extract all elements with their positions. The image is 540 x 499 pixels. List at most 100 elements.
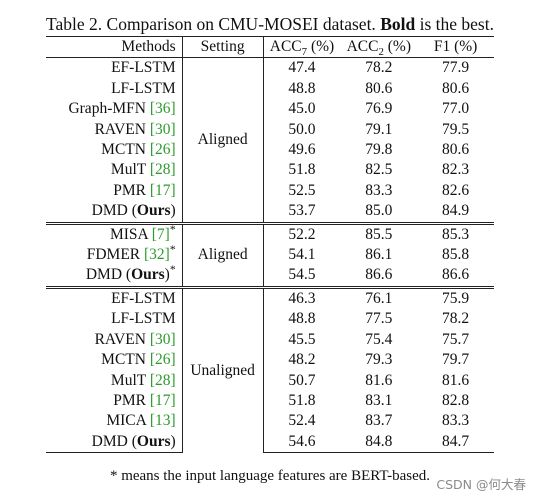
f1-value: 82.8 [442, 391, 470, 409]
acc2-value: 79.1 [365, 120, 393, 138]
method-name: LF-LSTM [111, 79, 176, 97]
ours-label: Ours [136, 432, 171, 450]
f1-value: 82.6 [442, 181, 470, 199]
caption-suffix: is the best. [415, 14, 494, 34]
caption-bold-word: Bold [380, 14, 416, 34]
acc2-value: 75.4 [365, 330, 393, 348]
f1-value: 79.7 [442, 351, 470, 369]
f1-value: 85.8 [442, 246, 470, 264]
acc7-value: 54.1 [288, 246, 316, 264]
citation-link[interactable]: [7] [151, 225, 170, 243]
method-name: DMD ( [91, 202, 137, 220]
method-cell: EF-LSTM [46, 57, 183, 79]
method-cell: MISA [7]* [46, 221, 183, 246]
bert-marker: * [169, 263, 176, 277]
header-setting: Setting [182, 35, 264, 59]
acc2-value: 83.1 [365, 391, 393, 409]
acc7-value: 47.4 [288, 59, 316, 77]
f1-value: 79.5 [442, 120, 470, 138]
citation-link[interactable]: [28] [149, 161, 176, 179]
acc2-value: 84.8 [340, 431, 418, 454]
f1-value: 82.3 [442, 161, 470, 179]
acc7-value: 45.5 [288, 330, 316, 348]
method-cell: DMD (Ours)* [46, 263, 183, 288]
method-cell: RAVEN [30] [46, 329, 183, 351]
acc2-value: 76.9 [365, 100, 393, 118]
method-cell: LF-LSTM [46, 309, 183, 330]
citation-link[interactable]: [36] [149, 100, 176, 118]
acc2-value: 80.6 [365, 79, 393, 97]
table-row: RAVEN [30] 45.5 75.4 75.7 [46, 329, 494, 351]
method-cell: Graph-MFN [36] [46, 99, 183, 120]
header-methods: Methods [46, 35, 183, 59]
table-caption: Table 2. Comparison on CMU-MOSEI dataset… [0, 14, 540, 35]
acc7-value: 49.6 [288, 141, 316, 159]
method-cell: DMD (Ours) [46, 431, 183, 454]
citation-link[interactable]: [13] [149, 412, 176, 430]
citation-link[interactable]: [28] [149, 371, 176, 389]
watermark: CSDN @何大春 [436, 477, 526, 492]
method-cell: PMR [17] [46, 390, 183, 412]
header-acc7: ACC7 (%) [263, 35, 341, 59]
acc2-value: 86.1 [365, 246, 393, 264]
citation-link[interactable]: [32] [144, 246, 170, 264]
table-footnote: * means the input language features are … [109, 468, 431, 484]
acc2-value: 83.3 [365, 181, 393, 199]
bert-marker: * [169, 242, 176, 256]
ours-label: Ours [136, 202, 171, 220]
f1-value: 84.7 [417, 431, 494, 454]
f1-value: 80.6 [442, 141, 470, 159]
acc2-value: 79.8 [365, 141, 393, 159]
method-name: PMR [113, 391, 150, 409]
method-name: EF-LSTM [111, 289, 176, 307]
method-cell: RAVEN [30] [46, 119, 183, 141]
citation-link[interactable]: [26] [149, 141, 176, 159]
f1-value: 78.2 [442, 310, 470, 328]
method-cell: DMD (Ours) [46, 201, 183, 224]
method-name: DMD ( [91, 432, 137, 450]
acc2-value: 85.0 [365, 202, 393, 220]
method-name: FDMER [86, 246, 145, 264]
acc7-value: 54.5 [288, 266, 316, 284]
method-name: MCTN [101, 141, 150, 159]
table-row: MCTN [26] 49.6 79.8 80.6 [46, 140, 494, 161]
ours-label: Ours [131, 266, 165, 284]
citation-link[interactable]: [26] [149, 351, 176, 369]
acc2-value: 78.2 [365, 59, 393, 77]
citation-link[interactable]: [17] [149, 391, 176, 409]
f1-value: 86.6 [442, 266, 470, 284]
method-cell: EF-LSTM [46, 285, 183, 310]
acc7-value: 51.8 [288, 391, 316, 409]
citation-link[interactable]: [30] [149, 120, 176, 138]
close-paren: ) [170, 432, 176, 450]
results-table: Methods Setting ACC7 (%) ACC2 (%) F1 (%)… [46, 35, 494, 454]
citation-link[interactable]: [30] [149, 330, 176, 348]
method-cell: LF-LSTM [46, 78, 183, 100]
setting-cell: Aligned [182, 57, 264, 224]
citation-link[interactable]: [17] [149, 181, 176, 199]
f1-value: 75.7 [442, 330, 470, 348]
method-name: RAVEN [94, 330, 150, 348]
f1-value: 83.3 [442, 412, 470, 430]
method-name: MCTN [101, 351, 150, 369]
method-name: RAVEN [94, 120, 150, 138]
acc7-value: 46.3 [263, 285, 341, 310]
method-cell: PMR [17] [46, 180, 183, 202]
acc2-value: 79.3 [365, 351, 393, 369]
table-row: FDMER [32]* 54.1 86.1 85.8 [46, 242, 494, 266]
acc7-value: 48.8 [288, 310, 316, 328]
acc2-value: 83.7 [365, 412, 393, 430]
